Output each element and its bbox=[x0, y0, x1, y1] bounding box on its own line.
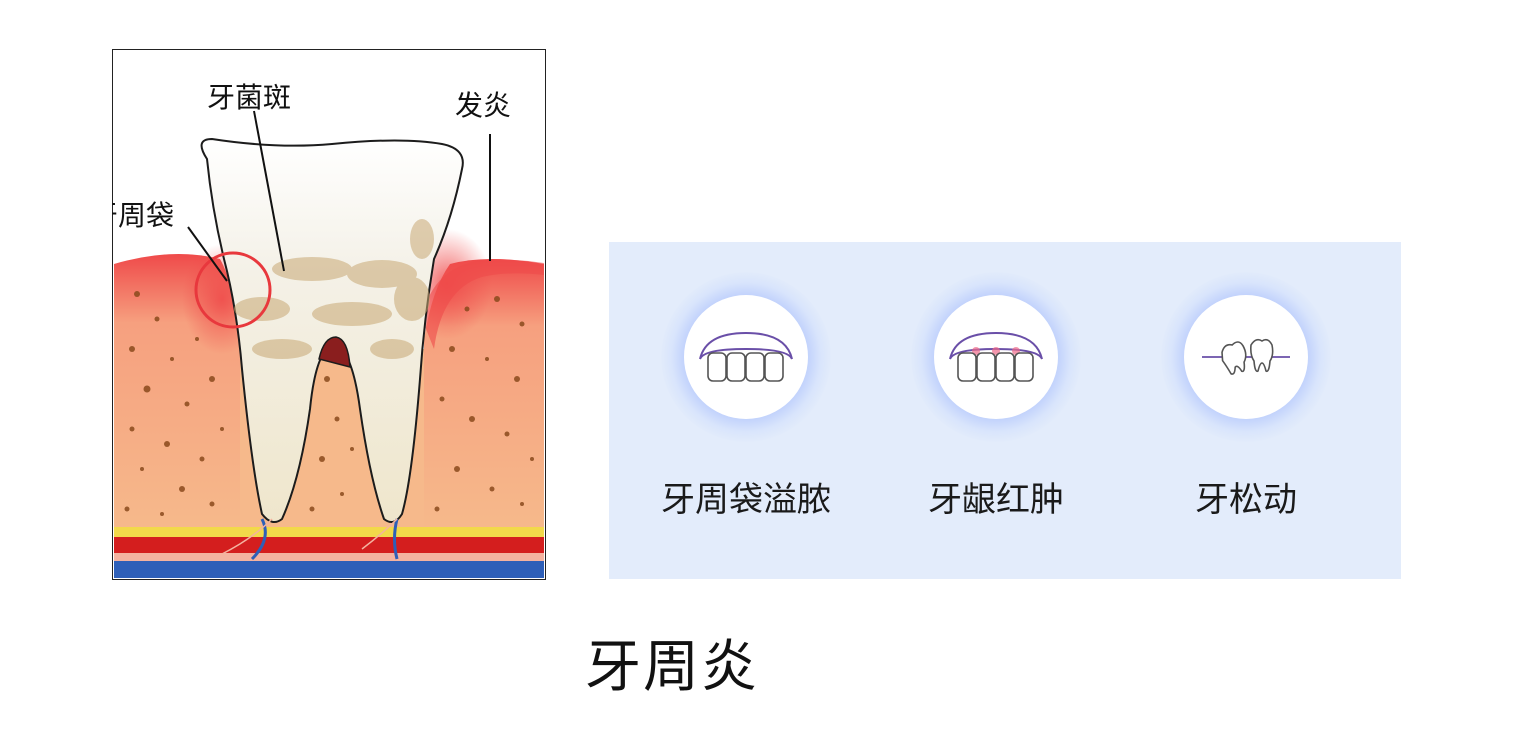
label-plaque: 牙菌斑 bbox=[207, 81, 291, 114]
pocket-leader-line bbox=[187, 226, 228, 282]
symptom-card-loose-tooth: 牙松动 bbox=[1121, 242, 1371, 579]
symptom-icon-disc bbox=[1184, 295, 1308, 419]
tooth-cross-section-illustration: 牙菌斑 发炎 牙周袋 bbox=[112, 49, 546, 580]
pocket-marker-circle bbox=[194, 251, 272, 329]
symptom-label: 牙松动 bbox=[1195, 480, 1297, 520]
label-inflammation: 发炎 bbox=[455, 89, 511, 122]
symptom-label: 牙龈红肿 bbox=[928, 480, 1064, 520]
symptom-icon-disc bbox=[934, 295, 1058, 419]
plaque-patches bbox=[234, 219, 434, 359]
symptom-panel: 牙周袋溢脓 牙龈红肿 bbox=[609, 242, 1401, 579]
symptom-card-red-gums: 牙龈红肿 bbox=[871, 242, 1121, 579]
pulp bbox=[318, 336, 351, 368]
symptom-icon-disc bbox=[684, 295, 808, 419]
red-swollen-gum-icon bbox=[949, 331, 1043, 382]
gum-pocket-icon bbox=[699, 331, 793, 382]
label-pocket: 牙周袋 bbox=[112, 199, 174, 232]
tooth bbox=[200, 137, 464, 524]
symptom-card-pus: 牙周袋溢脓 bbox=[621, 242, 871, 579]
periodontitis-diagram: 牙菌斑 发炎 牙周袋 bbox=[112, 49, 546, 580]
page-title: 牙周炎 bbox=[585, 635, 759, 700]
bone-speckles bbox=[124, 291, 534, 516]
plaque-leader-line bbox=[253, 110, 285, 272]
symptom-label: 牙周袋溢脓 bbox=[661, 480, 831, 520]
loose-tooth-icon bbox=[1202, 338, 1290, 375]
